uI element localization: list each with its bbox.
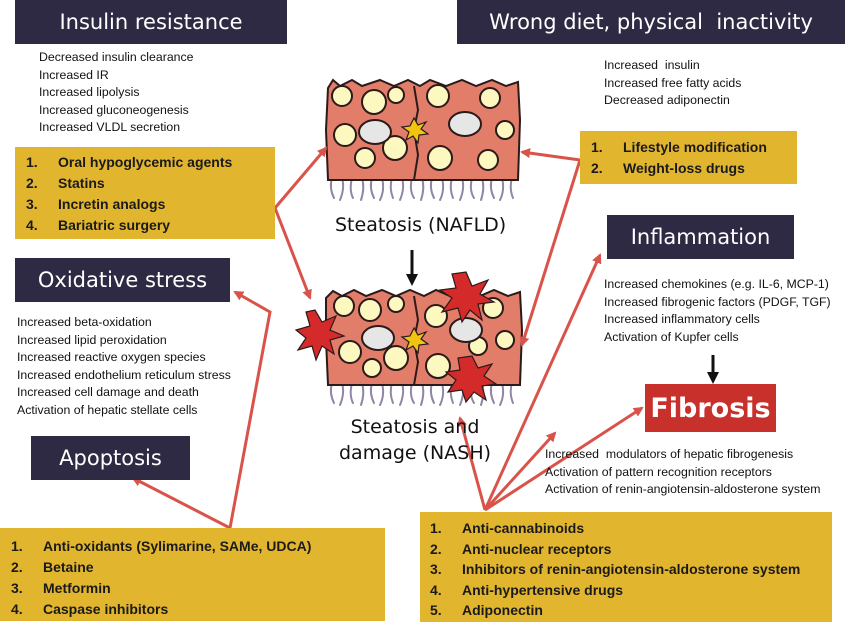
effect-item: Increased endothelium reticulum stress bbox=[17, 367, 231, 382]
effect-item: Increased beta-oxidation bbox=[17, 315, 152, 329]
fibrosis-title: Fibrosis bbox=[650, 392, 771, 424]
insulin-resistance-effects: Decreased insulin clearance Increased IR… bbox=[39, 49, 193, 137]
fibrosis-effects: Increased modulators of hepatic fibrogen… bbox=[545, 446, 820, 499]
effect-item: Increased lipolysis bbox=[39, 85, 140, 100]
effect-item: Decreased insulin clearance bbox=[39, 50, 194, 64]
inflammation-title: Inflammation bbox=[630, 225, 771, 249]
treatment-row: 1.Anti-cannabinoids bbox=[430, 520, 585, 536]
effect-item: Activation of renin-angiotensin-aldoster… bbox=[545, 482, 821, 497]
effect-item: Activation of hepatic stellate cells bbox=[17, 402, 198, 417]
red-arrows bbox=[131, 146, 644, 530]
diet-title: Wrong diet, physical inactivity bbox=[489, 10, 813, 34]
effect-item: Increased VLDL secretion bbox=[39, 120, 181, 135]
treatment-row: 2.Anti-nuclear receptors bbox=[430, 540, 612, 557]
oxidative-stress-title: Oxidative stress bbox=[37, 268, 208, 292]
treatment-row: 1.Lifestyle modification bbox=[591, 139, 767, 155]
inflammation-effects: Increased chemokines (e.g. IL-6, MCP-1) … bbox=[604, 276, 831, 346]
insulin-resistance-title: Insulin resistance bbox=[59, 10, 243, 34]
treatment-row: 5.Adiponectin bbox=[430, 602, 543, 619]
apoptosis-treatments: 1.Anti-oxidants (Sylimarine, SAMe, UDCA)… bbox=[0, 528, 385, 621]
effect-item: Increased gluconeogenesis bbox=[39, 102, 189, 117]
fibrosis-header: Fibrosis bbox=[645, 384, 776, 432]
fibrosis-treatments: 1.Anti-cannabinoids 2.Anti-nuclear recep… bbox=[420, 512, 832, 622]
treatment-row: 2.Weight-loss drugs bbox=[591, 160, 745, 176]
nash-caption: Steatosis and damage (NASH) bbox=[335, 414, 495, 466]
effect-item: Increased fibrogenic factors (PDGF, TGF) bbox=[604, 294, 831, 309]
inflammation-header: Inflammation bbox=[607, 215, 794, 259]
treatment-row: 3.Inhibitors of renin-angiotensin-aldost… bbox=[430, 561, 801, 578]
nash-caption-line1: Steatosis and bbox=[350, 416, 480, 438]
steatosis-cell-illustration bbox=[324, 78, 522, 201]
treatment-row: 4.Caspase inhibitors bbox=[11, 601, 169, 617]
treatment-row: 2.Statins bbox=[26, 175, 105, 191]
oxidative-stress-effects: Increased beta-oxidation Increased lipid… bbox=[17, 314, 231, 420]
diet-header: Wrong diet, physical inactivity bbox=[457, 0, 845, 44]
effect-item: Activation of Kupfer cells bbox=[604, 329, 739, 344]
treatment-row: 2.Betaine bbox=[11, 559, 94, 575]
effect-item: Decreased adiponectin bbox=[604, 93, 730, 108]
steatosis-caption: Steatosis (NAFLD) bbox=[335, 214, 507, 236]
effect-item: Increased IR bbox=[39, 67, 109, 82]
effect-item: Increased chemokines (e.g. IL-6, MCP-1) bbox=[604, 277, 829, 291]
effect-item: Activation of pattern recognition recept… bbox=[545, 464, 772, 479]
treatment-row: 4.Bariatric surgery bbox=[26, 217, 171, 233]
nash-caption-line2: damage (NASH) bbox=[338, 442, 492, 464]
treatment-row: 4.Anti-hypertensive drugs bbox=[430, 581, 624, 598]
treatment-row: 3.Metformin bbox=[11, 580, 111, 596]
effect-item: Increased cell damage and death bbox=[17, 385, 199, 400]
nash-cell-illustration bbox=[294, 271, 524, 406]
effect-item: Increased modulators of hepatic fibrogen… bbox=[545, 447, 794, 461]
effect-item: Increased reactive oxygen species bbox=[17, 350, 206, 365]
treatment-row: 3.Incretin analogs bbox=[26, 196, 166, 212]
treatment-row: 1.Anti-oxidants (Sylimarine, SAMe, UDCA) bbox=[11, 538, 312, 554]
diet-effects: Increased insulin Increased free fatty a… bbox=[604, 57, 741, 110]
effect-item: Increased inflammatory cells bbox=[604, 312, 760, 327]
effect-item: Increased free fatty acids bbox=[604, 75, 742, 90]
oxidative-stress-header: Oxidative stress bbox=[15, 258, 230, 302]
effect-item: Increased insulin bbox=[604, 58, 700, 72]
insulin-resistance-treatments: 1.Oral hypoglycemic agents 2.Statins 3.I… bbox=[15, 147, 275, 239]
treatment-row: 1.Oral hypoglycemic agents bbox=[26, 154, 233, 170]
effect-item: Increased lipid peroxidation bbox=[17, 332, 167, 347]
apoptosis-title: Apoptosis bbox=[59, 446, 162, 470]
diet-treatments: 1.Lifestyle modification 2.Weight-loss d… bbox=[580, 131, 797, 184]
apoptosis-header: Apoptosis bbox=[31, 436, 190, 480]
insulin-resistance-header: Insulin resistance bbox=[15, 0, 287, 44]
